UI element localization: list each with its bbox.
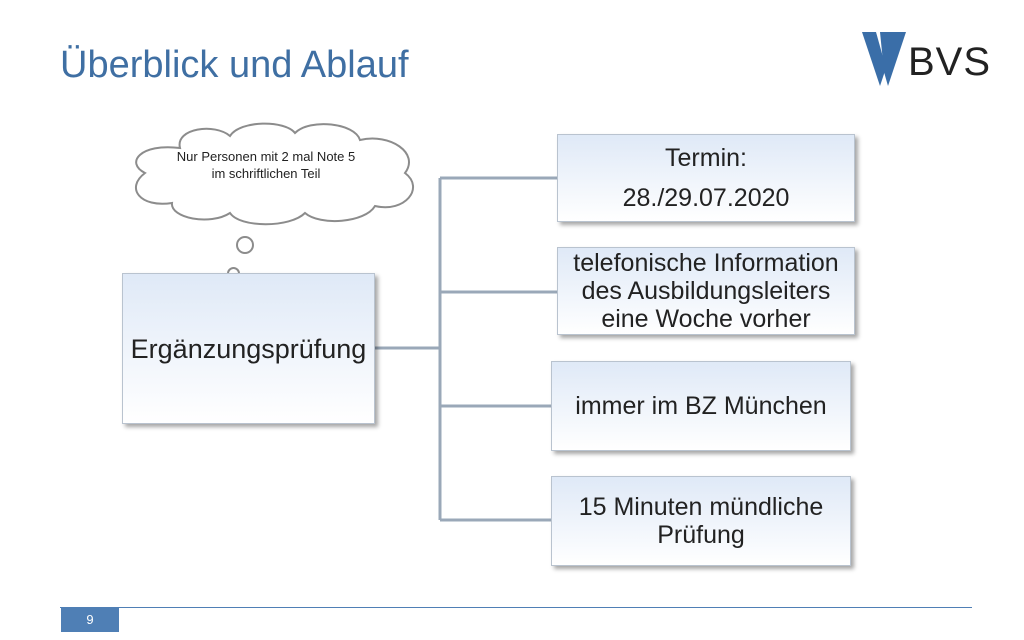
branch-location-line1: immer im BZ München — [575, 392, 827, 420]
branch-box-information: telefonische Information des Ausbildungs… — [557, 247, 855, 335]
branch-box-location: immer im BZ München — [551, 361, 851, 451]
branch-information-line1: telefonische Information — [573, 249, 839, 277]
branch-duration-line2: Prüfung — [657, 521, 745, 549]
branch-information-line3: eine Woche vorher — [601, 305, 811, 333]
branch-termin-line1: Termin: — [665, 144, 747, 172]
footer-divider — [60, 607, 972, 608]
thought-bubble-dot-large — [236, 236, 254, 254]
branch-termin-line2: 28./29.07.2020 — [622, 184, 790, 212]
bvs-logo-mark — [862, 32, 906, 86]
branch-box-duration: 15 Minuten mündliche Prüfung — [551, 476, 851, 566]
bvs-logo-text: BVS — [908, 40, 992, 84]
main-node-box: Ergänzungsprüfung — [122, 273, 375, 424]
slide-title: Überblick und Ablauf — [60, 44, 409, 86]
branch-box-termin: Termin: 28./29.07.2020 — [557, 134, 855, 222]
main-node-label: Ergänzungsprüfung — [130, 333, 367, 364]
thought-cloud — [134, 122, 415, 226]
branch-information-line2: des Ausbildungsleiters — [581, 277, 831, 305]
branch-duration-line1: 15 Minuten mündliche — [578, 493, 824, 521]
page-number: 9 — [61, 608, 119, 632]
thought-bubble-text: Nur Personen mit 2 mal Note 5 im schrift… — [176, 149, 356, 181]
